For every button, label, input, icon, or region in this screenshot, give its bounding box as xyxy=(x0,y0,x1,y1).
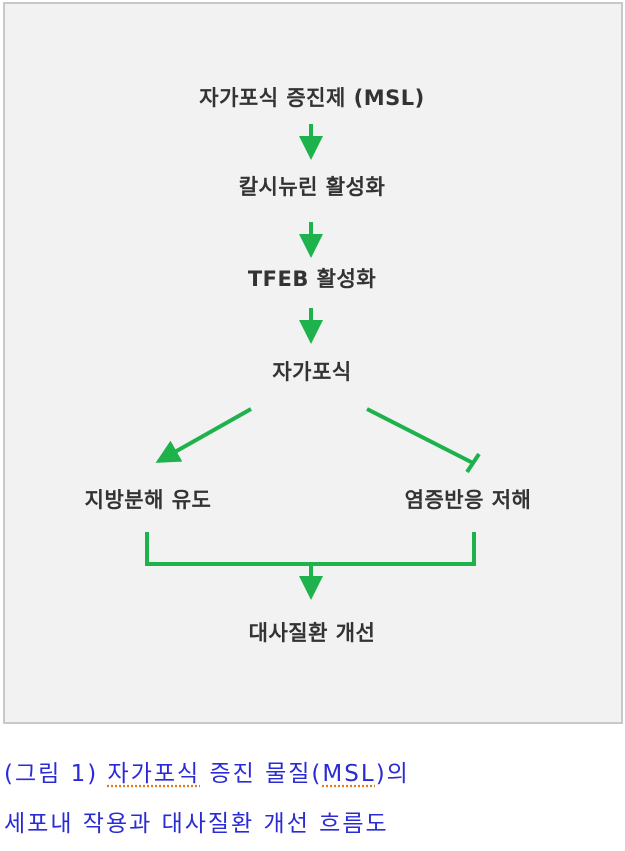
node-inflammation: 염증반응 저해 xyxy=(404,488,532,512)
node-metabolic: 대사질환 개선 xyxy=(248,621,376,645)
caption-prefix: (그림 1) xyxy=(4,761,108,787)
inhibit-autophagy-inflammation xyxy=(366,407,474,465)
arrow-autophagy-lipolysis xyxy=(155,407,252,463)
inhibit-bar xyxy=(465,452,481,474)
node-msl: 자가포식 증진제 (MSL) xyxy=(199,86,425,110)
caption-suffix: )의 xyxy=(375,761,410,787)
node-tfeb: TFEB 활성화 xyxy=(247,267,377,291)
node-autophagy: 자가포식 xyxy=(272,360,352,384)
node-lipolysis: 지방분해 유도 xyxy=(84,488,212,512)
caption-word-msl: MSL xyxy=(322,761,376,787)
node-calcineurin: 칼시뉴린 활성화 xyxy=(238,175,386,199)
caption-mid: 증진 물질( xyxy=(200,761,323,787)
caption-line-1: (그림 1) 자가포식 증진 물질(MSL)의 xyxy=(4,754,410,788)
diagram-panel xyxy=(3,2,623,724)
caption-line-2: 세포내 작용과 대사질환 개선 흐름도 xyxy=(4,811,389,837)
caption-word-autophagy: 자가포식 xyxy=(107,761,201,787)
merge-bracket xyxy=(145,532,476,566)
